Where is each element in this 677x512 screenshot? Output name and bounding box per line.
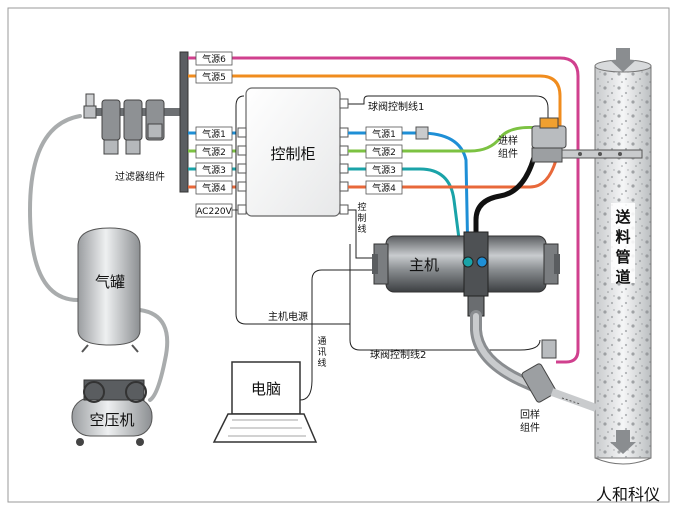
pipe-char-4: 道 [615, 268, 630, 286]
label-host-power: 主机电源 [268, 310, 308, 323]
watermark: 人和科仪 [596, 485, 660, 504]
feed-pipe: 送 料 管 道 [594, 48, 652, 465]
label-right-air2: 气源2 [372, 146, 396, 158]
label-ball-valve-2: 球阀控制线2 [370, 348, 426, 361]
computer-label: 电脑 [251, 380, 281, 398]
sampling-inlet-label-1: 进样 [498, 134, 518, 147]
gray-hoses [27, 114, 170, 402]
label-right-air3: 气源3 [372, 164, 396, 176]
host-label: 主机 [409, 256, 439, 274]
label-left-air4: 气源4 [202, 182, 226, 194]
sampling-return-label-2: 组件 [520, 421, 540, 434]
host-unit [372, 231, 560, 317]
pipe-char-2: 料 [615, 228, 630, 246]
filter-assembly [83, 51, 189, 193]
flow-arrow-bottom-icon [610, 430, 636, 454]
air1-fitting [415, 126, 429, 140]
sampling-return-label-1: 回样 [520, 408, 540, 421]
sampling-return-assembly [521, 339, 598, 412]
compressor-label: 空压机 [89, 411, 134, 429]
tank-label: 气罐 [95, 273, 125, 291]
air-tank [77, 227, 141, 353]
right-air-labels: 气源1 气源2 气源3 气源4 [365, 126, 403, 195]
label-ball-valve-1: 球阀控制线1 [368, 100, 424, 113]
control-cabinet [237, 87, 349, 217]
control-wiring [235, 95, 549, 401]
filter-label: 过滤器组件 [115, 170, 165, 183]
flow-arrow-top-icon [610, 48, 636, 72]
pipe-char-3: 管 [615, 248, 630, 266]
label-air6: 气源6 [202, 53, 226, 65]
label-control-line-3: 线 [357, 223, 366, 235]
sampling-inlet-assembly [531, 117, 643, 163]
cabinet-label: 控制柜 [270, 145, 315, 163]
label-left-air2: 气源2 [202, 146, 226, 158]
pipe-char-1: 送 [614, 208, 631, 226]
label-air5: 气源5 [202, 71, 226, 83]
label-ac220v: AC220V [196, 207, 232, 217]
label-right-air1: 气源1 [372, 128, 396, 140]
label-comm-line-2: 讯 [317, 347, 326, 358]
diagram-frame [7, 7, 670, 503]
air-lines-right [348, 126, 558, 263]
air-compressor [71, 379, 153, 446]
label-left-air1: 气源1 [202, 128, 226, 140]
label-right-air4: 气源4 [372, 182, 396, 194]
air-line-5 [188, 74, 562, 128]
label-left-air3: 气源3 [202, 164, 226, 176]
label-control-line-2: 制 [357, 212, 366, 224]
sampling-inlet-label-2: 组件 [498, 147, 518, 160]
air-line-6 [188, 56, 580, 364]
label-comm-line-3: 线 [317, 357, 326, 369]
laptop-computer [212, 361, 318, 443]
air-lines-left [188, 131, 236, 189]
label-control-line-1: 控 [357, 201, 366, 213]
left-air-labels: 气源6 气源5 气源1 气源2 气源3 气源4 AC220V [195, 51, 244, 218]
label-comm-line-1: 通 [317, 336, 326, 347]
